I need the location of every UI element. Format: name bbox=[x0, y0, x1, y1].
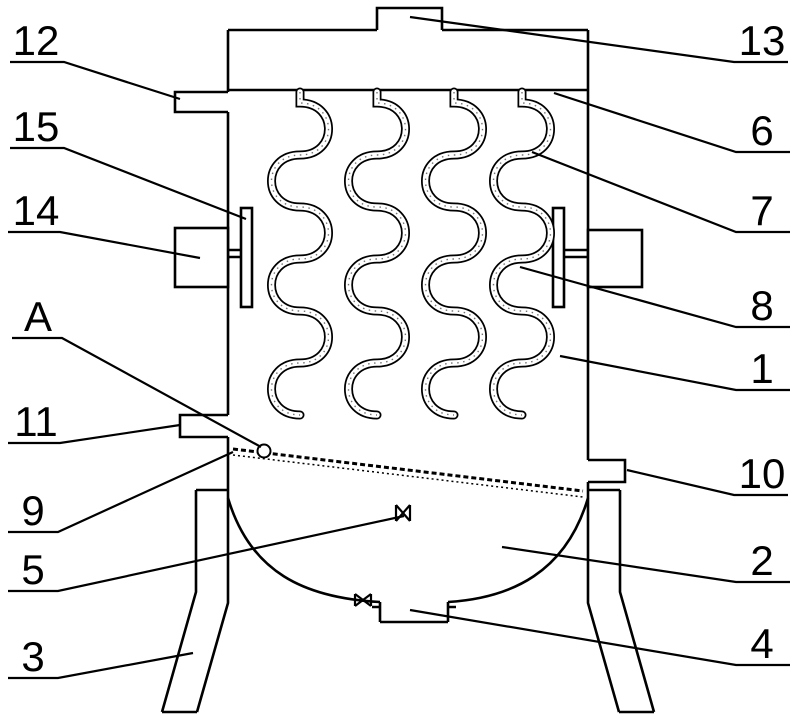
ref-label-11: 11 bbox=[14, 398, 58, 445]
motor-box-left bbox=[173, 226, 230, 289]
ref-label-4: 4 bbox=[750, 620, 773, 667]
leader-3 bbox=[8, 651, 194, 680]
ref-label-6: 6 bbox=[750, 107, 773, 154]
leader-A bbox=[12, 336, 262, 448]
baffle-plate-left bbox=[239, 206, 254, 309]
ref-label-14: 14 bbox=[13, 187, 60, 234]
leader-14 bbox=[8, 230, 201, 260]
ref-label-15: 15 bbox=[13, 103, 60, 150]
reference-labels: 12 15 14 A 11 9 5 3 13 6 7 8 1 10 2 4 bbox=[13, 17, 786, 680]
ref-label-5: 5 bbox=[21, 546, 44, 593]
leader-6 bbox=[553, 91, 790, 154]
ref-label-7: 7 bbox=[750, 187, 773, 234]
left-upper-pipe bbox=[173, 90, 228, 114]
top-inlet-port bbox=[375, 6, 444, 30]
ref-label-8: 8 bbox=[750, 282, 773, 329]
coil-1 bbox=[267, 87, 333, 420]
motor-box-right bbox=[586, 228, 644, 289]
ref-label-A: A bbox=[24, 293, 52, 340]
shaft-right bbox=[564, 248, 588, 259]
leader-lines bbox=[8, 15, 790, 680]
agitator-left bbox=[173, 206, 254, 309]
ref-label-12: 12 bbox=[13, 17, 60, 64]
agitator-right bbox=[551, 206, 644, 309]
baffle-plate-right bbox=[551, 206, 566, 309]
coil-4 bbox=[489, 87, 555, 420]
serpentine-coils bbox=[267, 87, 555, 420]
leader-12 bbox=[10, 60, 181, 101]
ref-label-1: 1 bbox=[750, 345, 773, 392]
leader-1 bbox=[559, 354, 790, 392]
ref-label-9: 9 bbox=[21, 487, 44, 534]
coil-2 bbox=[344, 87, 410, 420]
coil-3 bbox=[421, 87, 487, 420]
ref-label-3: 3 bbox=[21, 633, 44, 680]
bottom-valve bbox=[353, 593, 373, 607]
dish-curve-left bbox=[226, 497, 381, 604]
leader-10 bbox=[626, 468, 788, 497]
leader-2 bbox=[501, 545, 790, 584]
leader-7 bbox=[531, 150, 790, 234]
screen-line bbox=[232, 447, 584, 493]
leader-4 bbox=[409, 608, 790, 667]
ref-label-2: 2 bbox=[750, 537, 773, 584]
screen-line-2 bbox=[232, 454, 584, 498]
support-legs bbox=[160, 488, 656, 714]
leader-11 bbox=[8, 423, 181, 445]
leg-left bbox=[160, 488, 230, 714]
dish-curve-right bbox=[447, 497, 590, 604]
detail-A-marker bbox=[256, 443, 272, 459]
ref-label-13: 13 bbox=[739, 17, 786, 64]
leader-8 bbox=[519, 265, 790, 329]
filter-screen bbox=[232, 443, 584, 498]
center-valve bbox=[394, 504, 412, 522]
right-outlet-port bbox=[588, 458, 627, 484]
shaft-left bbox=[228, 248, 241, 259]
leg-right bbox=[586, 488, 656, 714]
leader-9 bbox=[8, 450, 234, 534]
leader-15 bbox=[10, 146, 247, 221]
leader-5 bbox=[8, 514, 405, 593]
drain-outlet bbox=[372, 602, 456, 624]
ref-label-10: 10 bbox=[739, 450, 786, 497]
bottom-head bbox=[226, 497, 590, 624]
leader-13 bbox=[409, 15, 788, 64]
